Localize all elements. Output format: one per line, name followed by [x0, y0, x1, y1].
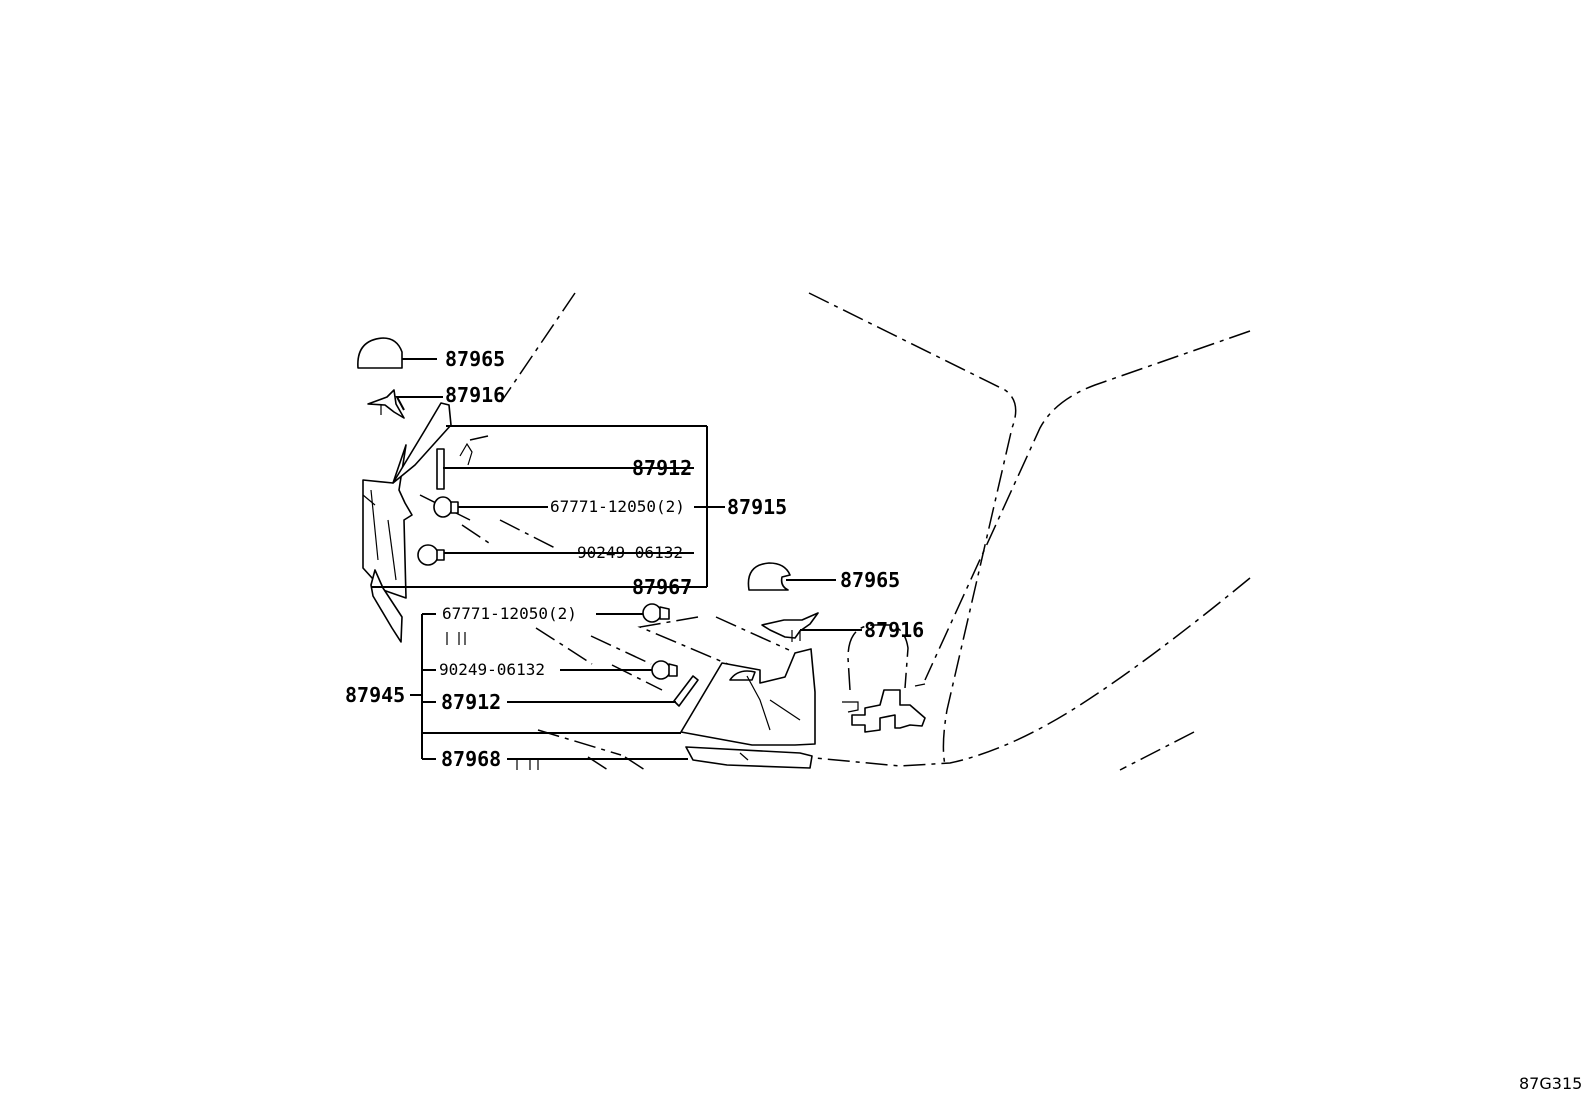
- callout-87916-left: 87916: [445, 383, 505, 407]
- right-clip-part: [761, 612, 819, 642]
- right-cap-part: [747, 562, 791, 591]
- callout-90249-06132-left: 90249-06132: [577, 543, 683, 562]
- left-garnish-part: [362, 402, 452, 599]
- callout-87965-left: 87965: [445, 347, 505, 371]
- left-clip-part: [367, 389, 405, 419]
- right-screw-fastener: [651, 660, 678, 680]
- left-cap-part: [357, 337, 403, 369]
- callout-87912-right: 87912: [441, 690, 501, 714]
- left-screw-fastener: [417, 544, 445, 566]
- callout-87915: 87915: [727, 495, 787, 519]
- callout-87965-right: 87965: [840, 568, 900, 592]
- left-seal-strip-part: [436, 442, 473, 490]
- callout-67771-12050-left: 67771-12050(2): [550, 497, 685, 516]
- left-clip-fastener: [433, 496, 459, 518]
- right-garnish-part: [680, 648, 816, 746]
- right-clip-fastener: [642, 603, 670, 623]
- callout-87967: 87967: [632, 575, 692, 599]
- right-lower-strip-part: [685, 746, 813, 769]
- callout-87945: 87945: [345, 683, 405, 707]
- diagram-code: 87G315: [1519, 1074, 1582, 1093]
- callout-87912-left: 87912: [632, 456, 692, 480]
- vehicle-body-outline: [419, 292, 1251, 771]
- leader-lines: [371, 358, 862, 760]
- callout-87968: 87968: [441, 747, 501, 771]
- callout-87916-right: 87916: [864, 618, 924, 642]
- callout-67771-12050-right: 67771-12050(2): [442, 604, 577, 623]
- mirror-housing-part: [842, 624, 926, 733]
- right-seal-strip-part: [673, 675, 699, 707]
- callout-90249-06132-right: 90249-06132: [439, 660, 545, 679]
